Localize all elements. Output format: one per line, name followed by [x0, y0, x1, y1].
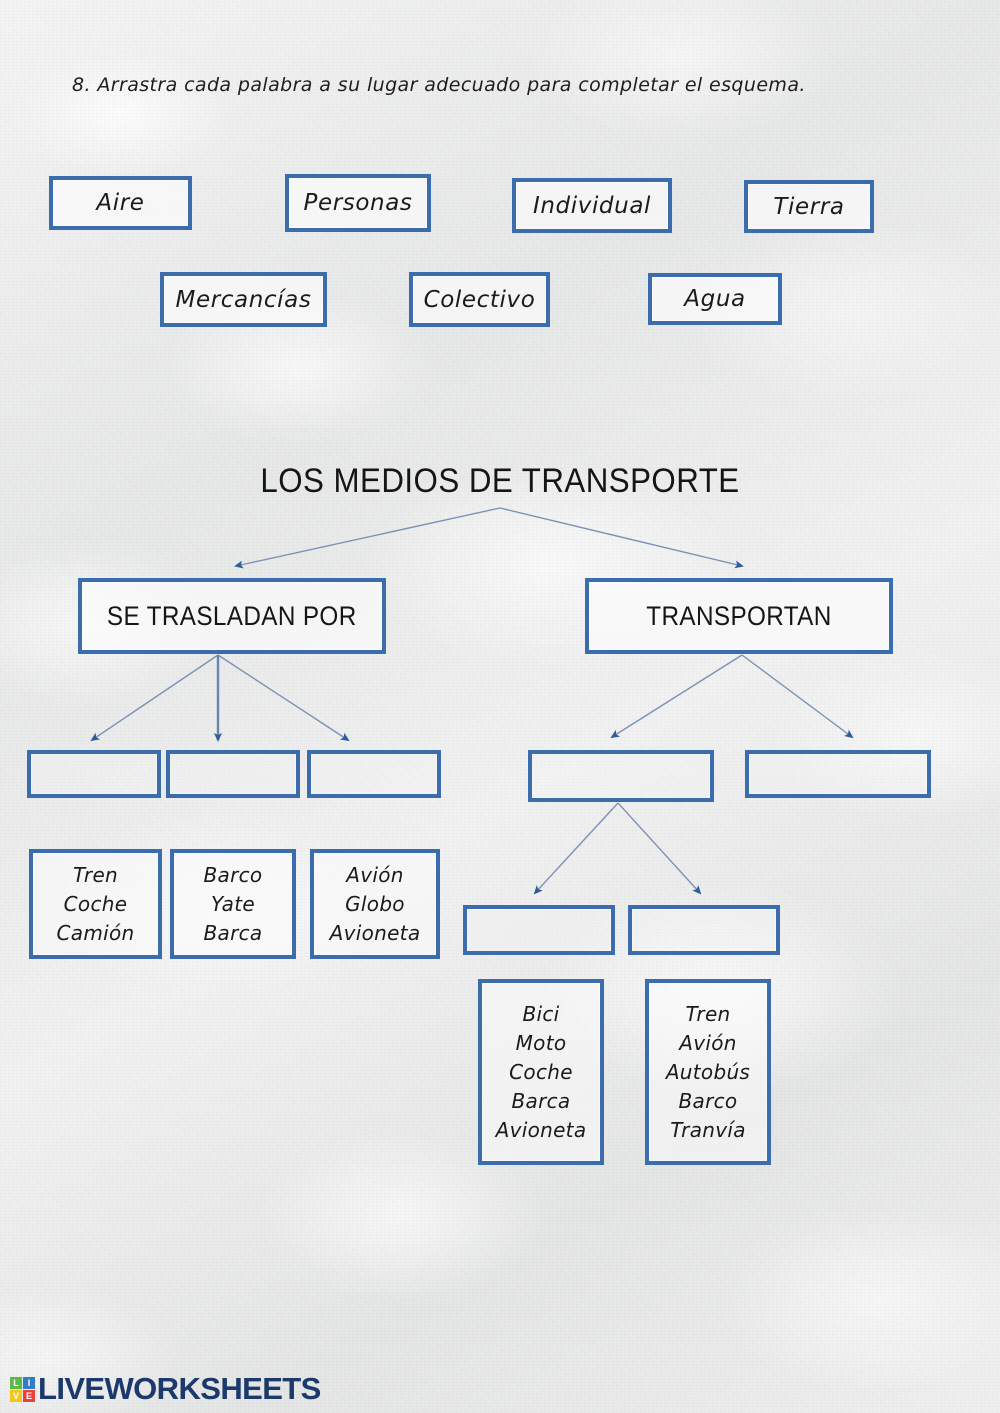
drop-target-left-2[interactable] [166, 750, 300, 798]
vocab-word: Autobús [665, 1059, 751, 1084]
logo-tiles-icon: L I V E [10, 1376, 35, 1402]
vocab-box-tierra-examples: Tren Coche Camión [29, 849, 162, 959]
word-chip-label: Agua [684, 286, 746, 312]
drop-target-left-1[interactable] [27, 750, 161, 798]
logo-tile-v: V [10, 1389, 22, 1402]
word-chip-mercancias[interactable]: Mercancías [160, 272, 327, 327]
word-chip-personas[interactable]: Personas [285, 174, 431, 232]
vocab-word: Barca [203, 920, 263, 945]
drop-target-right-1-b[interactable] [628, 905, 780, 955]
drop-target-right-1-a[interactable] [463, 905, 615, 955]
vocab-word: Avión [346, 862, 404, 887]
branch-label: TRANSPORTAN [646, 600, 832, 631]
vocab-word: Coche [63, 891, 128, 916]
branch-box-transportan: TRANSPORTAN [585, 578, 893, 654]
logo-tile-i: I [23, 1376, 35, 1389]
logo-tile-l: L [10, 1376, 22, 1389]
vocab-word: Barca [511, 1088, 571, 1113]
vocab-word: Barco [203, 862, 263, 887]
word-chip-label: Mercancías [175, 286, 312, 313]
vocab-box-aire-examples: Avión Globo Avioneta [310, 849, 440, 959]
vocab-word: Moto [515, 1030, 567, 1055]
vocab-word: Bici [522, 1001, 560, 1026]
word-chip-label: Individual [532, 192, 651, 219]
word-chip-label: Tierra [773, 193, 845, 220]
vocab-box-agua-examples: Barco Yate Barca [170, 849, 296, 959]
drop-target-right-2[interactable] [745, 750, 931, 798]
word-chip-label: Personas [303, 190, 413, 216]
vocab-word: Globo [345, 891, 405, 916]
vocab-word: Yate [211, 891, 255, 916]
vocab-word: Tranvía [670, 1117, 746, 1142]
word-chip-individual[interactable]: Individual [512, 178, 672, 233]
vocab-word: Tren [72, 862, 119, 887]
vocab-word: Avioneta [495, 1117, 587, 1142]
vocab-word: Coche [509, 1059, 573, 1084]
liveworksheets-logo[interactable]: L I V E LIVEWORKSHEETS [10, 1371, 321, 1407]
word-chip-tierra[interactable]: Tierra [744, 180, 874, 233]
word-chip-label: Aire [96, 190, 145, 216]
drop-target-right-1[interactable] [528, 750, 714, 802]
word-chip-agua[interactable]: Agua [648, 273, 782, 325]
vocab-word: Avión [679, 1030, 737, 1055]
diagram-title: LOS MEDIOS DE TRANSPORTE [260, 462, 740, 500]
vocab-box-individual-examples: Bici Moto Coche Barca Avioneta [478, 979, 604, 1165]
vocab-word: Avioneta [329, 920, 421, 945]
drop-target-left-3[interactable] [307, 750, 441, 798]
logo-tile-e: E [23, 1389, 35, 1402]
logo-wordmark: LIVEWORKSHEETS [38, 1371, 321, 1406]
branch-label: SE TRASLADAN POR [107, 600, 357, 631]
vocab-word: Barco [678, 1088, 738, 1113]
branch-box-se-trasladan-por: SE TRASLADAN POR [78, 578, 386, 654]
vocab-word: Tren [685, 1001, 731, 1026]
word-chip-aire[interactable]: Aire [49, 176, 192, 230]
word-chip-colectivo[interactable]: Colectivo [409, 272, 550, 327]
vocab-word: Camión [56, 920, 135, 945]
word-chip-label: Colectivo [423, 286, 536, 313]
instruction-text: 8. Arrastra cada palabra a su lugar adec… [72, 74, 806, 96]
vocab-box-colectivo-examples: Tren Avión Autobús Barco Tranvía [645, 979, 771, 1165]
